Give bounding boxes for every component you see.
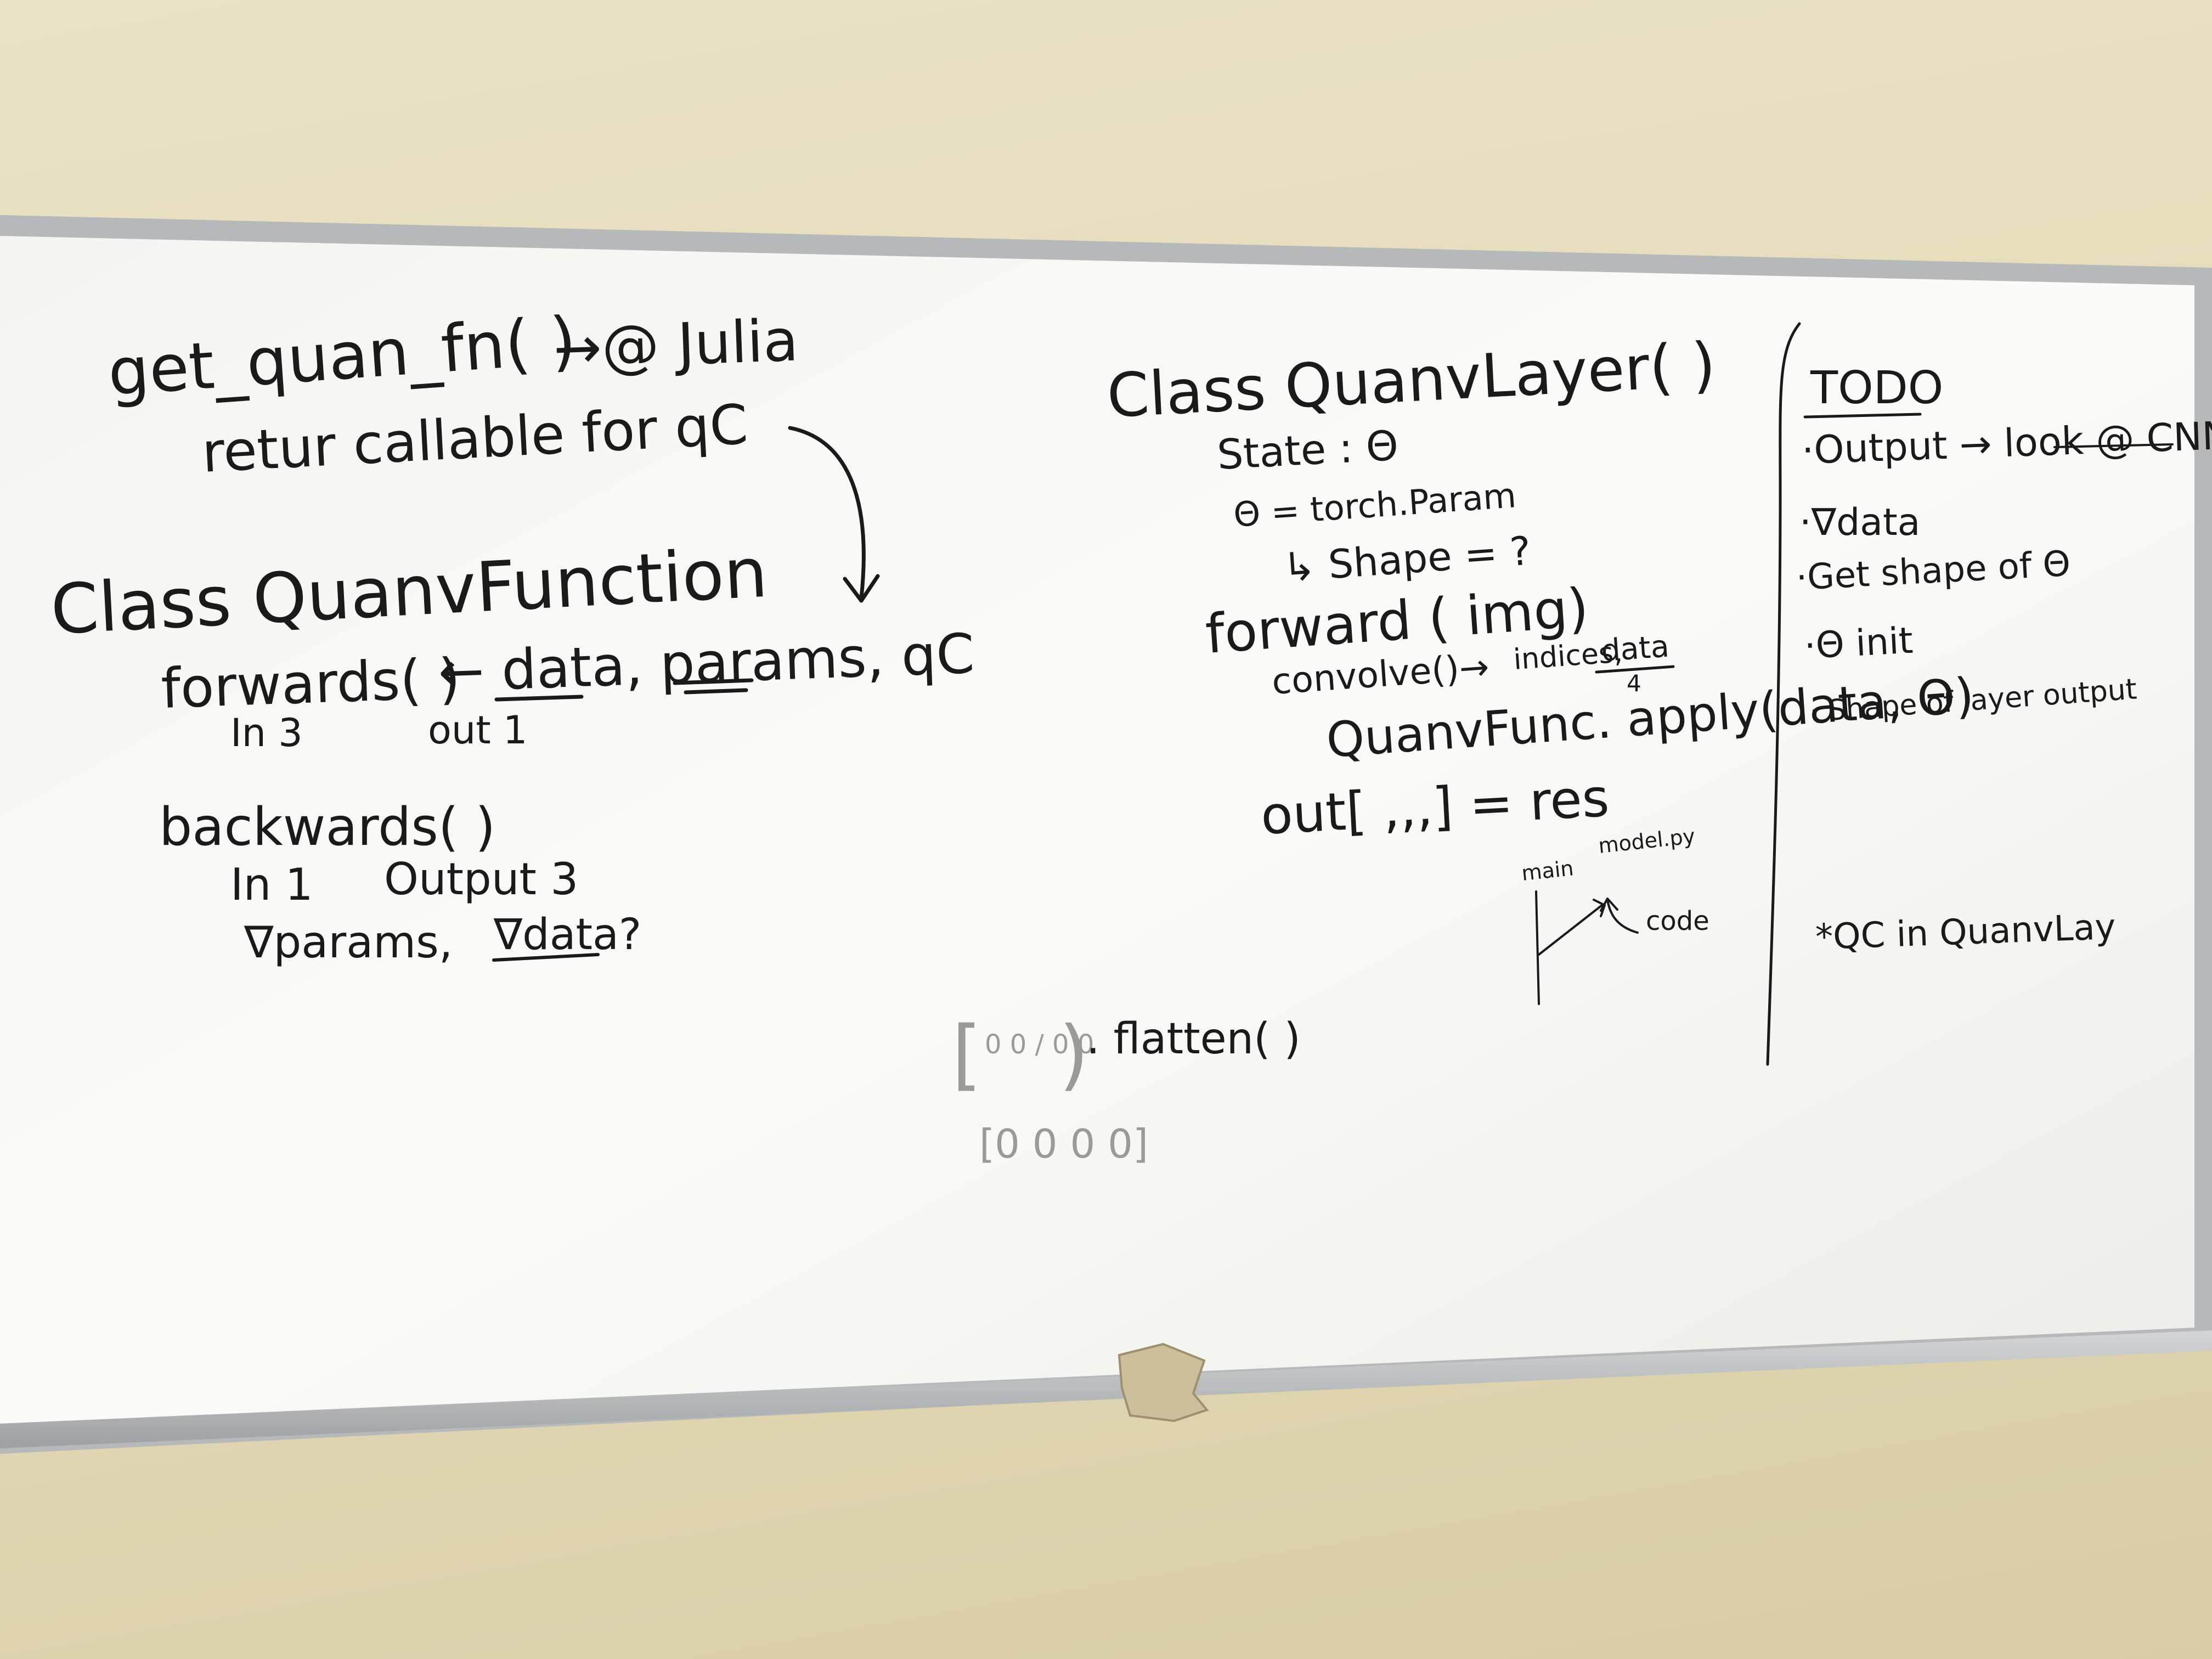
in-3-text: In 3 bbox=[230, 710, 303, 755]
backwards-text: backwards( ) bbox=[159, 797, 495, 857]
flatten-example: [ 0 0 / 0 0 ) . flatten( ) [0 0 0 0] bbox=[952, 1010, 1301, 1167]
output-3-text: Output 3 bbox=[384, 854, 578, 905]
todo-title-underline bbox=[1803, 413, 1922, 419]
grad-params-text: ∇params, bbox=[244, 917, 453, 968]
diagram-code-text: code bbox=[1646, 906, 1709, 936]
grad-data-underline bbox=[492, 953, 600, 962]
indices-text: indices, bbox=[1513, 636, 1624, 676]
fraction-bar bbox=[1595, 665, 1675, 674]
flatten-text: . flatten( ) bbox=[1086, 1014, 1301, 1064]
diagram-main-text: main bbox=[1520, 856, 1575, 885]
matrix-text: 0 0 / 0 0 bbox=[985, 1029, 1094, 1060]
code-pointer-arrow-icon bbox=[1600, 898, 1639, 934]
forwards-text: forwards( ) bbox=[160, 646, 461, 721]
matrix-bracket-right: ) bbox=[1059, 1010, 1089, 1099]
tape-clump bbox=[1118, 1342, 1209, 1423]
data-underline bbox=[494, 695, 584, 702]
julia-arrow-text: →@ Julia bbox=[552, 307, 800, 382]
out-1-text: out 1 bbox=[428, 708, 527, 753]
todo-title: TODO bbox=[1810, 362, 1943, 414]
data-denominator-text: 4 bbox=[1627, 670, 1641, 697]
params-underline bbox=[673, 678, 754, 695]
flattened-text: [0 0 0 0] bbox=[979, 1121, 1148, 1167]
todo-divider-bracket bbox=[1766, 322, 1801, 1066]
todo-item-2: ·∇data bbox=[1799, 501, 1920, 544]
state-text: State : Θ bbox=[1216, 421, 1400, 479]
cnn-underline bbox=[2053, 443, 2174, 448]
in-1-text: In 1 bbox=[230, 859, 313, 910]
marker-tray bbox=[0, 1330, 2212, 1448]
todo-item-4: ·Θ init bbox=[1803, 619, 1914, 667]
grad-data-text: ∇data? bbox=[493, 910, 641, 960]
data-numerator-text: data bbox=[1600, 628, 1670, 668]
matrix-bracket-left: [ bbox=[952, 1010, 982, 1099]
curved-arrow-icon bbox=[788, 426, 880, 603]
whiteboard-surface bbox=[0, 236, 2194, 1424]
